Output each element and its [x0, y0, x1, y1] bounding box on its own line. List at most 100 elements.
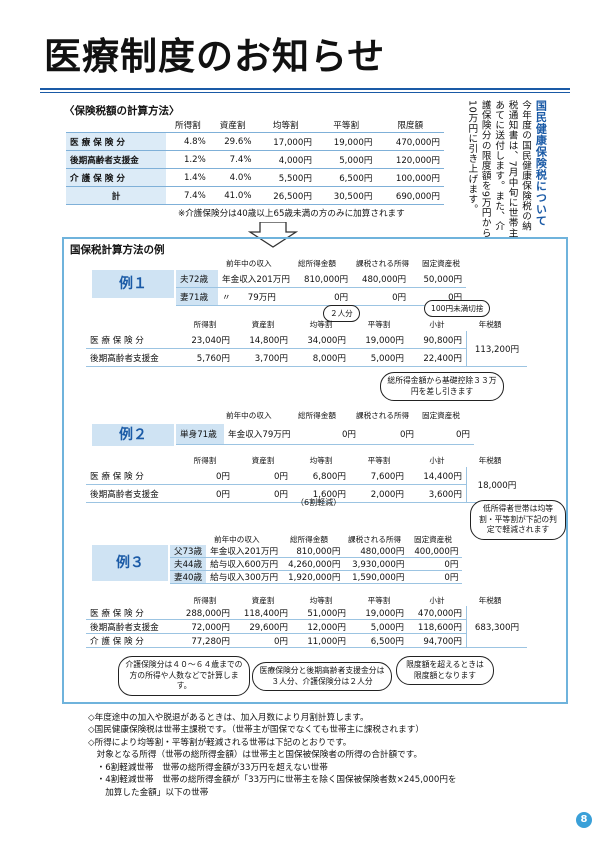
ex2-label: 例２ [92, 424, 174, 446]
member-taxable: 3,930,000円 [344, 557, 409, 571]
note-line: ・6割軽減世帯 世帯の総所得金額が33万円を超えない世帯 [88, 762, 328, 773]
calc-row: 医 療 保 険 分 288,000円 118,400円 51,000円 19,0… [86, 606, 527, 648]
calc-cell: 5,000円 [350, 348, 408, 367]
member-total: 0円 [300, 287, 353, 306]
calc-header: 年税額 [478, 456, 502, 465]
calc-cell: 5,760円 [176, 348, 234, 367]
col-header: 課税される所得 [356, 411, 410, 420]
calc-cell: 0円 [176, 484, 234, 503]
calc-cell: 94,700円 [408, 633, 467, 648]
calc-cell: 120,000円 [376, 150, 444, 169]
calc-header: 均等割 [309, 456, 333, 465]
member-who: 夫44歳 [170, 557, 207, 571]
member-row: 父73歳 年金収入201万円 810,000円 480,000円 400,000… [170, 545, 463, 558]
calc-cell: 3,700円 [234, 348, 292, 367]
calc-cell: 4.8% [166, 132, 210, 151]
calc-cell: 0円 [234, 484, 292, 503]
calc-row: 介 護 保 険 分 77,280円 0円 11,000円 6,500円 94,7… [86, 633, 527, 648]
note-line: ◇所得により均等割・平等割が軽減される世帯は下記のとおりです。 [88, 737, 352, 748]
calc-cell: 5,500円 [255, 168, 316, 187]
note-line: ◇国民健康保険税は世帯主課税です。（世帯主が国保でなくても世帯主に課税されます） [88, 725, 424, 736]
calc-header: 所得割 [193, 320, 217, 329]
member-row: 妻71歳 〃 79万円 0円 0円 0円 [176, 287, 467, 306]
calc-row-label: 後期高齢者支援金 [86, 484, 176, 503]
calc-header: 所得割 [193, 596, 217, 605]
member-income: 年金収入201万円 [218, 270, 300, 288]
calc-cell: 14,800円 [234, 331, 292, 349]
bubble-care-calc: 介護保険分は４０〜６４歳までの方の所得や人数などで計算します。 [118, 656, 250, 696]
member-fixed: 0円 [408, 570, 463, 584]
calc-cell: 19,000円 [350, 331, 408, 349]
calc-col-header: 資産割 [209, 118, 256, 133]
calc-cell: 19,000円 [315, 132, 377, 151]
calc-header: 小計 [429, 596, 445, 605]
col-header: 前年中の収入 [226, 411, 272, 420]
calc-row-label: 後期高齢者支援金 [86, 348, 176, 367]
calc-row: 後期高齢者支援金 72,000円 29,600円 12,000円 5,000円 … [86, 619, 527, 634]
ex1-members: 夫72歳 年金収入201万円 810,000円 480,000円 50,000円… [176, 270, 467, 306]
member-fixed: 0円 [408, 557, 463, 571]
member-taxable: 480,000円 [344, 545, 409, 558]
calc-cell: 5,000円 [315, 150, 377, 169]
calc-cell: 6,500円 [350, 633, 408, 648]
calc-header: 平等割 [367, 320, 391, 329]
calc-cell: 0円 [234, 467, 292, 485]
calc-cell: 0円 [176, 467, 234, 485]
bubble-limit: 限度額を超えるときは限度額となります [396, 656, 494, 686]
calc-table: 所得割 資産割 均等割 平等割 限度額 医 療 保 険 分 4.8% 29.6%… [66, 118, 444, 205]
member-row: 単身71歳 年金収入79万円 0円 0円 0円 [176, 424, 474, 445]
calc-header: 年税額 [478, 596, 502, 605]
calc-row-label: 医 療 保 険 分 [66, 132, 166, 151]
calc-cell: 2,000円 [350, 484, 408, 503]
calc-row-label: 後期高齢者支援金 [86, 619, 176, 634]
ex2-col-headers: 前年中の収入総所得金額課税される所得固定資産税 [226, 410, 556, 421]
calc-header: 平等割 [367, 596, 391, 605]
page-number: 8 [576, 812, 592, 828]
calc-cell: 100,000円 [376, 168, 444, 187]
ex3-calc-headers: 所得割資産割均等割平等割小計年税額 [176, 595, 516, 606]
calc-row: 医 療 保 険 分 4.8% 29.6% 17,000円 19,000円 470… [66, 132, 444, 151]
calc-row: 後期高齢者支援金 1.2% 7.4% 4,000円 5,000円 120,000… [66, 150, 444, 169]
member-taxable: 1,590,000円 [344, 570, 409, 584]
member-fixed: 400,000円 [408, 545, 463, 558]
calc-row: 医 療 保 険 分 23,040円 14,800円 34,000円 19,000… [86, 331, 527, 367]
note-line: ・4割軽減世帯 世帯の総所得金額が「33万円に世帯主を除く国保被保険者数×245… [88, 775, 457, 786]
calc-cell: 5,000円 [350, 619, 408, 634]
calc-cell: 14,400円 [408, 467, 467, 485]
col-header: 総所得金額 [290, 535, 328, 544]
calc-cell: 470,000円 [408, 606, 467, 620]
calc-cell: 29.6% [209, 132, 256, 151]
calc-cell: 8,000円 [292, 348, 350, 367]
title-rule-thin [40, 92, 570, 93]
examples-frame [62, 237, 568, 704]
calc-col-header: 所得割 [166, 118, 210, 133]
calc-row-label: 後期高齢者支援金 [66, 150, 166, 169]
col-header: 課税される所得 [356, 259, 410, 268]
member-fixed: 50,000円 [410, 270, 467, 288]
calc-cell: 1,600円 [292, 484, 350, 503]
bubble-round-down: 100円未満切捨 [424, 300, 491, 317]
calc-cell: 23,040円 [176, 331, 234, 349]
calc-header: 資産割 [251, 320, 275, 329]
ex1-calc-headers: 所得割資産割均等割平等割小計年税額 [176, 319, 516, 330]
ex2-calc-headers: 所得割資産割均等割平等割小計年税額 [176, 455, 516, 466]
ex3-members: 父73歳 年金収入201万円 810,000円 480,000円 400,000… [170, 545, 463, 584]
calc-cell: 1.4% [166, 168, 210, 187]
calc-row-label: 介 護 保 険 分 [66, 168, 166, 187]
ex1-col-headers: 前年中の収入総所得金額課税される所得固定資産税 [226, 258, 556, 269]
calc-row: 後期高齢者支援金 5,760円 3,700円 8,000円 5,000円 22,… [86, 348, 527, 367]
bubble-low-income: 低所得者世帯は均等割・平等割が下記の判定で軽減されます [470, 500, 566, 540]
calc-row-label: 計 [66, 186, 166, 205]
member-total: 4,260,000円 [284, 557, 345, 571]
calc-cell: 77,280円 [176, 633, 234, 648]
calc-header: 小計 [429, 456, 445, 465]
calc-header: 資産割 [251, 596, 275, 605]
calc-cell: 470,000円 [376, 132, 444, 151]
calc-cell: 288,000円 [176, 606, 234, 620]
calc-cell: 22,400円 [408, 348, 467, 367]
calc-cell: 4,000円 [255, 150, 316, 169]
calc-col-header: 均等割 [255, 118, 316, 133]
ex2-calc-table: 医 療 保 険 分 0円 0円 6,800円 7,600円 14,400円 18… [86, 467, 527, 503]
reduction-note: （6割軽減） [296, 498, 342, 507]
calc-cell: 0円 [234, 633, 292, 648]
